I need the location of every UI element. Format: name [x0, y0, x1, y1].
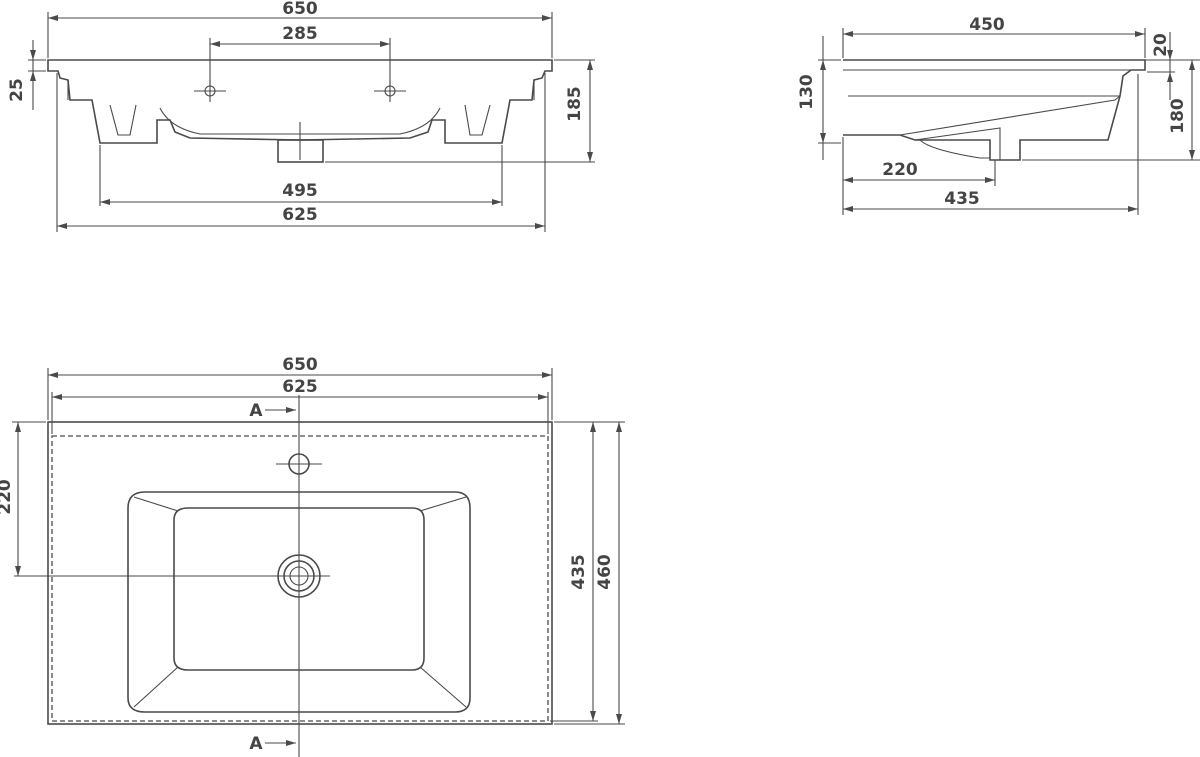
- front-dim-625: 625: [282, 205, 318, 225]
- front-dim-185: 185: [565, 86, 585, 122]
- side-view: 450 20 130 180 220 435: [797, 15, 1200, 215]
- section-label-top: A: [249, 401, 263, 421]
- side-dim-130: 130: [797, 74, 817, 110]
- front-view: 650 285 25 185 495 625: [7, 0, 595, 232]
- front-dim-495: 495: [282, 181, 318, 201]
- plan-dim-650: 650: [282, 355, 318, 375]
- side-dim-180: 180: [1168, 98, 1188, 134]
- plan-view: A A 650 625 220 435 460: [0, 355, 625, 757]
- section-label-bottom: A: [249, 734, 263, 754]
- side-dim-435: 435: [944, 189, 980, 209]
- plan-dim-460: 460: [595, 554, 615, 590]
- side-dim-220: 220: [882, 160, 918, 180]
- front-dim-650: 650: [282, 0, 318, 19]
- side-dim-450: 450: [969, 15, 1005, 35]
- front-dim-285: 285: [282, 24, 318, 44]
- side-dim-20: 20: [1151, 33, 1171, 57]
- plan-dim-220: 220: [0, 479, 15, 515]
- plan-dim-625: 625: [282, 377, 318, 397]
- plan-dim-435: 435: [569, 554, 589, 590]
- front-dim-25: 25: [7, 78, 27, 102]
